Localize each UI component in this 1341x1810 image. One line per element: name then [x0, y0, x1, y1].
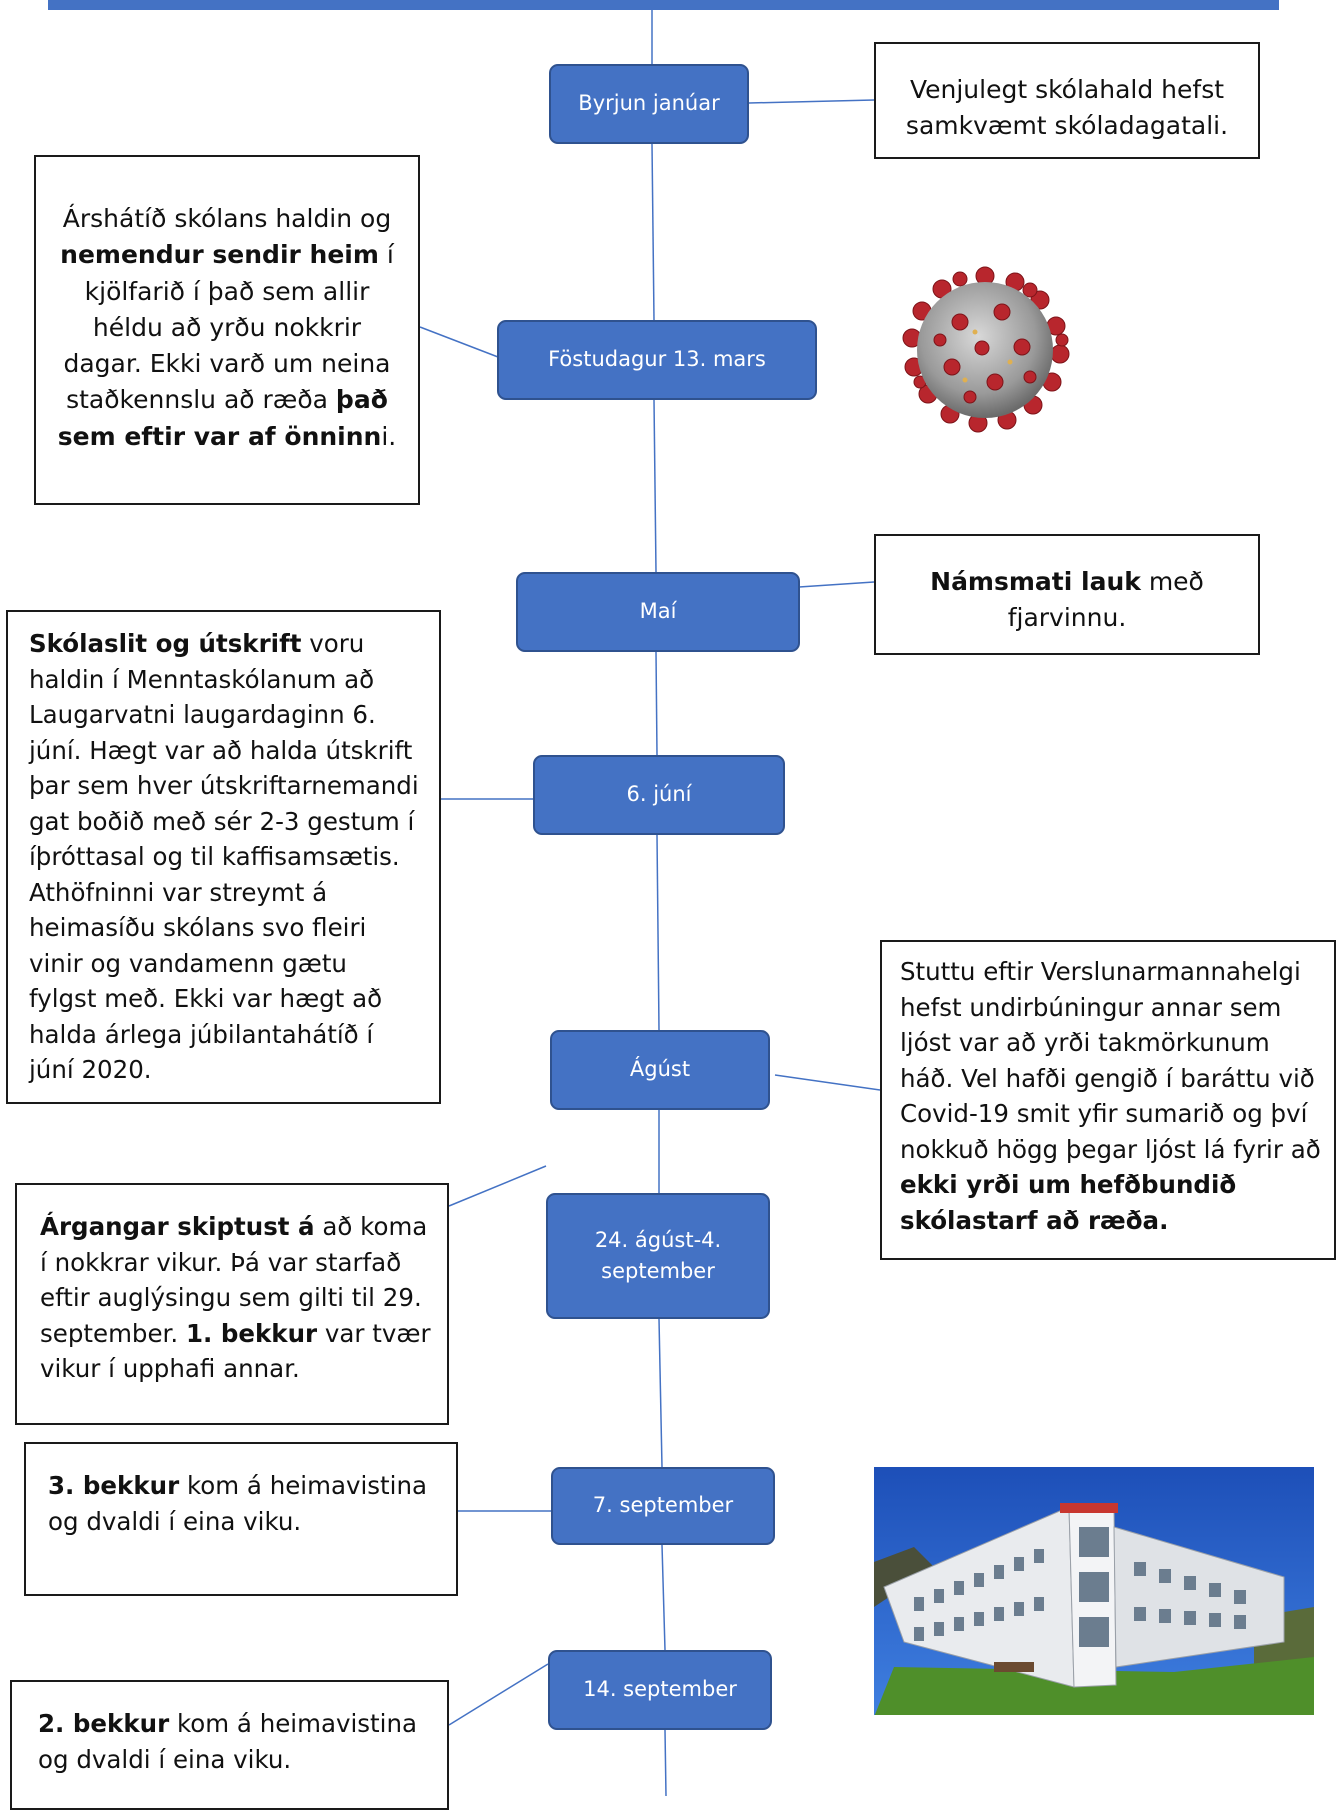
- connector: [448, 1165, 547, 1207]
- note-bold-text: nemendur sendir heim: [60, 240, 379, 270]
- spine-segment: [658, 1318, 663, 1468]
- spine-segment: [655, 651, 658, 756]
- connector: [748, 99, 875, 104]
- note-text: að koma í nokkrar vikur. Þá var starfað …: [40, 1212, 428, 1348]
- note-text: voru haldin í Menntaskólanum að Laugarva…: [29, 629, 419, 1085]
- note-bold-text: Skólaslit og útskrift: [29, 629, 302, 658]
- coronavirus-image: [890, 262, 1080, 437]
- timeline-node-14-september: 14. september: [548, 1650, 772, 1730]
- note-text: Árshátíð skólans haldin og: [62, 204, 392, 233]
- school-building-photo: [874, 1467, 1314, 1715]
- note-text: í kjölfarið í það sem allir héldu að yrð…: [63, 240, 394, 415]
- header-bar: [48, 0, 1279, 10]
- connector: [448, 1663, 549, 1726]
- note-text: kom á heimavistina og dvaldi í eina viku…: [38, 1709, 418, 1774]
- note-bold-text: 2. bekkur: [38, 1709, 170, 1738]
- spine-segment: [664, 1729, 667, 1796]
- spine-segment: [661, 1544, 666, 1651]
- note-text: Venjulegt skólahald hefst samkvæmt skóla…: [905, 75, 1229, 141]
- note-bold-text: ekki yrði um hefðbundið skólastarf að ræ…: [900, 1170, 1237, 1235]
- note-7-september: 3. bekkur kom á heimavistina og dvaldi í…: [24, 1442, 458, 1596]
- note-text: Stuttu eftir Verslunarmannahelgi hefst u…: [900, 957, 1321, 1164]
- note-14-september: 2. bekkur kom á heimavistina og dvaldi í…: [10, 1680, 449, 1810]
- timeline-node-6-juni: 6. júní: [533, 755, 785, 835]
- note-text: með fjarvinnu.: [1007, 567, 1204, 633]
- note-text: var tvær vikur í upphafi annar.: [40, 1318, 431, 1384]
- connector: [419, 326, 499, 358]
- spine-segment: [651, 143, 655, 321]
- spine-segment: [653, 399, 657, 573]
- note-byrjun-januar: Venjulegt skólahald hefst samkvæmt skóla…: [874, 42, 1260, 159]
- connector: [774, 1074, 881, 1091]
- note-agust: Stuttu eftir Verslunarmannahelgi hefst u…: [880, 940, 1336, 1260]
- note-bold-text: Árgangar skiptust á: [40, 1212, 315, 1241]
- timeline-node-24-agust-4-september: 24. ágúst-4. september: [546, 1193, 770, 1319]
- note-text: i.: [381, 421, 397, 451]
- connector: [798, 581, 875, 588]
- timeline-node-byrjun-januar: Byrjun janúar: [549, 64, 749, 144]
- note-13-mars: Árshátíð skólans haldin og nemendur send…: [34, 155, 420, 505]
- note-text: kom á heimavistina og dvaldi í eina viku…: [48, 1471, 428, 1536]
- note-6-juni: Skólaslit og útskrift voru haldin í Menn…: [6, 610, 441, 1104]
- spine-segment: [656, 834, 660, 1031]
- timeline-node-7-september: 7. september: [551, 1467, 775, 1545]
- note-bold-text: 1. bekkur: [185, 1318, 318, 1348]
- note-bold-text: 3. bekkur: [48, 1471, 180, 1500]
- note-bold-text: það sem eftir var af önninn: [57, 385, 388, 451]
- note-mai: Námsmati lauk með fjarvinnu.: [874, 534, 1260, 655]
- timeline-node-13-mars: Föstudagur 13. mars: [497, 320, 817, 400]
- note-bold-text: Námsmati lauk: [930, 567, 1141, 596]
- note-24-agust-4-september: Árgangar skiptust á að koma í nokkrar vi…: [15, 1183, 449, 1425]
- timeline-node-agust: Ágúst: [550, 1030, 770, 1110]
- timeline-node-mai: Maí: [516, 572, 800, 652]
